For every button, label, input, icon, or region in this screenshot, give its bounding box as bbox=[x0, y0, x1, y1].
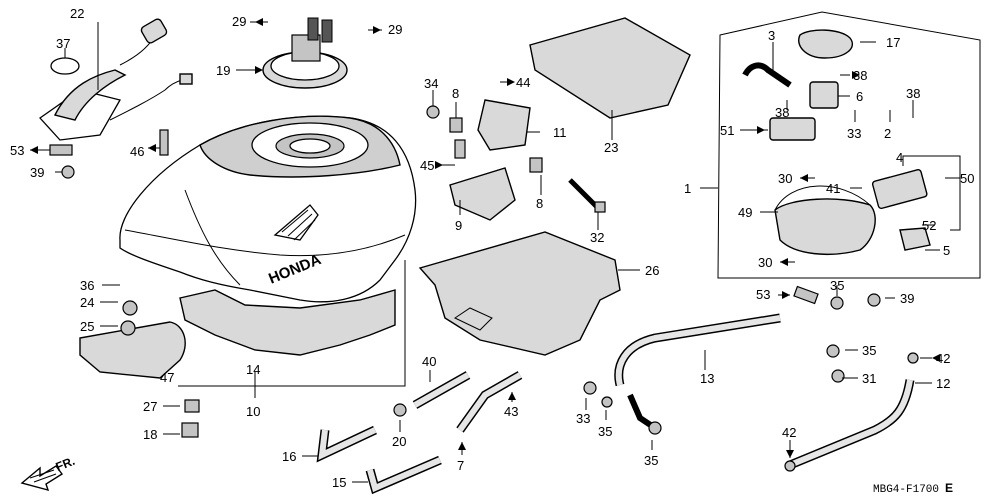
label-part-40: 40 bbox=[422, 354, 436, 369]
fuel-tank bbox=[119, 115, 417, 303]
label-part-7: 7 bbox=[457, 458, 464, 473]
tank-mat bbox=[418, 231, 621, 356]
label-part-38: 38 bbox=[906, 86, 920, 101]
label-part-39: 39 bbox=[30, 165, 44, 180]
pump-base bbox=[774, 198, 876, 255]
diagram-code: MBG4-F1700 bbox=[873, 484, 939, 496]
label-part-43: 43 bbox=[504, 404, 518, 419]
label-part-1: 1 bbox=[684, 181, 691, 196]
label-part-30: 30 bbox=[758, 255, 772, 270]
label-part-31: 31 bbox=[862, 371, 876, 386]
label-part-38: 38 bbox=[853, 68, 867, 83]
label-part-35: 35 bbox=[862, 343, 876, 358]
label-part-36: 36 bbox=[80, 278, 94, 293]
label-part-2: 2 bbox=[884, 126, 891, 141]
label-part-19: 19 bbox=[216, 63, 230, 78]
front-arrow-icon bbox=[20, 465, 64, 492]
diagram-suffix: E bbox=[945, 481, 953, 495]
label-part-37: 37 bbox=[56, 36, 70, 51]
fuel-filter bbox=[809, 81, 839, 109]
label-part-29: 29 bbox=[232, 14, 246, 29]
label-part-6: 6 bbox=[856, 89, 863, 104]
part-labels: 22 37 53 39 46 29 29 19 34 8 44 11 45 9 … bbox=[10, 6, 974, 490]
label-part-13: 13 bbox=[700, 371, 714, 386]
label-part-47: 47 bbox=[160, 370, 174, 385]
seat-pad bbox=[529, 17, 691, 119]
fuel-pump-group-box bbox=[717, 11, 981, 279]
label-part-32: 32 bbox=[590, 230, 604, 245]
label-part-34: 34 bbox=[424, 76, 438, 91]
front-label: FR. bbox=[54, 454, 77, 474]
label-part-20: 20 bbox=[392, 434, 406, 449]
label-part-4: 4 bbox=[896, 150, 903, 165]
fuel-pump-motor bbox=[769, 117, 816, 141]
label-part-22: 22 bbox=[70, 6, 84, 21]
bracket-rear bbox=[449, 167, 516, 221]
label-part-11: 11 bbox=[553, 125, 567, 140]
label-part-14: 14 bbox=[246, 362, 260, 377]
label-part-12: 12 bbox=[936, 376, 950, 391]
label-part-53: 53 bbox=[10, 143, 24, 158]
label-part-15: 15 bbox=[332, 475, 346, 490]
label-part-29: 29 bbox=[388, 22, 402, 37]
label-part-46: 46 bbox=[130, 144, 144, 159]
label-part-33: 33 bbox=[576, 411, 590, 426]
label-part-35: 35 bbox=[644, 453, 658, 468]
label-part-8: 8 bbox=[536, 196, 543, 211]
fuel-sender-unit bbox=[39, 18, 193, 141]
label-part-53: 53 bbox=[756, 287, 770, 302]
label-part-30: 30 bbox=[778, 171, 792, 186]
label-part-52: 52 bbox=[922, 218, 936, 233]
label-part-33: 33 bbox=[847, 126, 861, 141]
label-part-26: 26 bbox=[645, 263, 659, 278]
label-part-38: 38 bbox=[775, 105, 789, 120]
label-part-17: 17 bbox=[886, 35, 900, 50]
label-part-39: 39 bbox=[900, 291, 914, 306]
label-part-9: 9 bbox=[455, 218, 462, 233]
label-part-8: 8 bbox=[452, 86, 459, 101]
gasket-ring bbox=[50, 57, 80, 75]
label-part-24: 24 bbox=[80, 295, 94, 310]
bracket-front bbox=[477, 99, 531, 151]
label-part-50: 50 bbox=[960, 171, 974, 186]
label-part-44: 44 bbox=[516, 75, 530, 90]
label-part-3: 3 bbox=[768, 28, 775, 43]
tank-underside-cover bbox=[79, 289, 396, 379]
label-part-18: 18 bbox=[143, 427, 157, 442]
label-part-41: 41 bbox=[826, 181, 840, 196]
label-part-10: 10 bbox=[246, 404, 260, 419]
label-part-27: 27 bbox=[143, 399, 157, 414]
label-part-5: 5 bbox=[943, 243, 950, 258]
label-part-51: 51 bbox=[720, 123, 734, 138]
label-part-49: 49 bbox=[738, 205, 752, 220]
label-part-25: 25 bbox=[80, 319, 94, 334]
label-part-16: 16 bbox=[282, 449, 296, 464]
label-part-45: 45 bbox=[420, 158, 434, 173]
label-arrowheads bbox=[30, 18, 940, 458]
label-part-23: 23 bbox=[604, 140, 618, 155]
pump-gasket bbox=[798, 29, 853, 59]
label-part-42: 42 bbox=[782, 425, 796, 440]
label-part-35: 35 bbox=[830, 278, 844, 293]
label-part-35: 35 bbox=[598, 424, 612, 439]
fuel-cap bbox=[262, 17, 348, 89]
